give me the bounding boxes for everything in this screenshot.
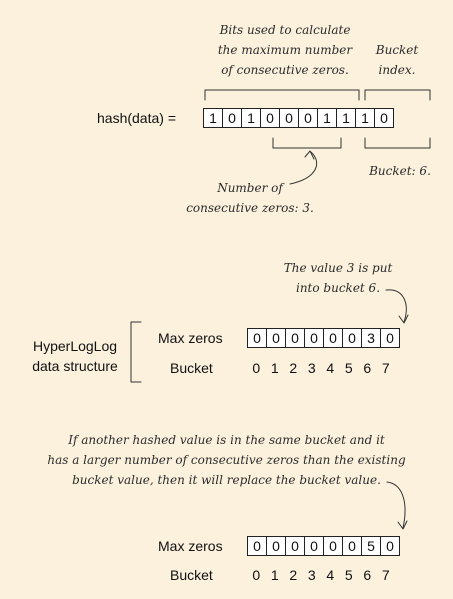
- hash-bit: 0: [299, 109, 318, 127]
- replace-note: If another hashed value is in the same b…: [20, 430, 433, 490]
- zeros-bracket: [272, 137, 342, 149]
- max-zeros-cell: 0: [286, 329, 305, 347]
- bucket-bracket: [364, 137, 431, 149]
- max-zeros-label: Max zeros: [158, 330, 223, 346]
- replace-note-line: bucket value, then it will replace the b…: [72, 473, 381, 487]
- max-zeros-cell: 0: [324, 329, 343, 347]
- bucket-number: 1: [270, 567, 279, 583]
- hash-bit: 1: [337, 109, 356, 127]
- max-zeros-cell: 0: [343, 329, 362, 347]
- bucket-label: Bucket: [170, 360, 213, 376]
- bucket-note: Bucket: 6.: [369, 164, 431, 178]
- bucket-index-note-line: Bucket: [375, 43, 419, 57]
- max-zeros-cell: 0: [324, 537, 343, 555]
- bucket-numbers: 0 1 2 3 4 5 6 7: [247, 566, 395, 584]
- bucket-index-note: Bucket index.: [362, 40, 432, 80]
- replace-note-line: If another hashed value is in the same b…: [68, 433, 385, 447]
- max-zeros-cell: 0: [343, 537, 362, 555]
- bucket-number: 7: [381, 360, 390, 376]
- bucket-number: 7: [381, 567, 390, 583]
- replace-note-line: has a larger number of consecutive zeros…: [47, 453, 406, 467]
- hash-bit: 0: [280, 109, 299, 127]
- bucket-number: 3: [307, 567, 316, 583]
- max-zeros-cell: 3: [362, 329, 381, 347]
- max-zeros-row: 0 0 0 0 0 0 5 0: [247, 536, 400, 556]
- max-zeros-cell: 0: [386, 330, 394, 346]
- hll-side-label: HyperLogLog data structure: [20, 336, 130, 376]
- hash-bit: 0: [261, 109, 280, 127]
- bucket-number: 1: [270, 360, 279, 376]
- hll-side-label-line: data structure: [32, 358, 118, 374]
- replace-arrow: [386, 481, 406, 529]
- max-zeros-cell: 0: [305, 329, 324, 347]
- max-zeros-cell: 0: [248, 537, 267, 555]
- hash-bit: 1: [204, 109, 223, 127]
- max-zeros-cell: 0: [267, 329, 286, 347]
- put-note-line: into bucket 6.: [295, 281, 381, 295]
- max-zeros-cell: 0: [386, 538, 394, 554]
- max-zeros-row: 0 0 0 0 0 0 3 0: [247, 328, 400, 348]
- put-note: The value 3 is put into bucket 6.: [268, 258, 408, 298]
- bits-bracket: [204, 89, 360, 101]
- bucket-number: 4: [326, 567, 335, 583]
- bucket-number: 0: [252, 360, 261, 376]
- hash-label: hash(data) =: [97, 110, 176, 126]
- put-arrowhead: [398, 314, 409, 324]
- put-arrow: [385, 289, 407, 323]
- max-zeros-cell: 0: [286, 537, 305, 555]
- replace-arrowhead: [397, 520, 408, 530]
- bits-note: Bits used to calculate the maximum numbe…: [205, 20, 365, 80]
- max-zeros-cell: 0: [267, 537, 286, 555]
- zeros-note-line: Number of: [217, 181, 283, 195]
- bits-note-line: of consecutive zeros.: [221, 63, 349, 77]
- bits-note-line: the maximum number: [217, 43, 353, 57]
- hash-bit: 1: [318, 109, 337, 127]
- bucket-number: 6: [363, 360, 372, 376]
- put-note-line: The value 3 is put: [283, 261, 393, 275]
- bucket-number: 6: [363, 567, 372, 583]
- max-zeros-cell: 5: [362, 537, 381, 555]
- zeros-arrowhead: [304, 150, 315, 160]
- hash-bit: 1: [356, 109, 375, 127]
- hll-side-label-line: HyperLogLog: [32, 338, 118, 354]
- bucket-index-note-line: index.: [378, 63, 416, 77]
- hll-bracket: [130, 321, 142, 383]
- bucket-number: 2: [289, 360, 298, 376]
- max-zeros-cell: 0: [305, 537, 324, 555]
- bucket-number: 5: [344, 360, 353, 376]
- hash-bits: 1 0 1 0 0 0 1 1 1 0: [203, 108, 394, 128]
- zeros-note: Number of consecutive zeros: 3.: [180, 178, 320, 218]
- bits-note-line: Bits used to calculate: [219, 23, 351, 37]
- bucket-label: Bucket: [170, 567, 213, 583]
- bucket-number: 2: [289, 567, 298, 583]
- bucket-number: 0: [252, 567, 261, 583]
- hash-bit: 0: [223, 109, 242, 127]
- zeros-arrow: [289, 151, 318, 185]
- hash-bit: 0: [380, 110, 388, 126]
- max-zeros-label: Max zeros: [158, 538, 223, 554]
- bucket-index-bracket: [364, 89, 431, 101]
- hash-bit: 1: [242, 109, 261, 127]
- zeros-note-line: consecutive zeros: 3.: [186, 201, 314, 215]
- bucket-number: 4: [326, 360, 335, 376]
- bucket-number: 5: [344, 567, 353, 583]
- bucket-number: 3: [307, 360, 316, 376]
- bucket-numbers: 0 1 2 3 4 5 6 7: [247, 359, 395, 377]
- max-zeros-cell: 0: [248, 329, 267, 347]
